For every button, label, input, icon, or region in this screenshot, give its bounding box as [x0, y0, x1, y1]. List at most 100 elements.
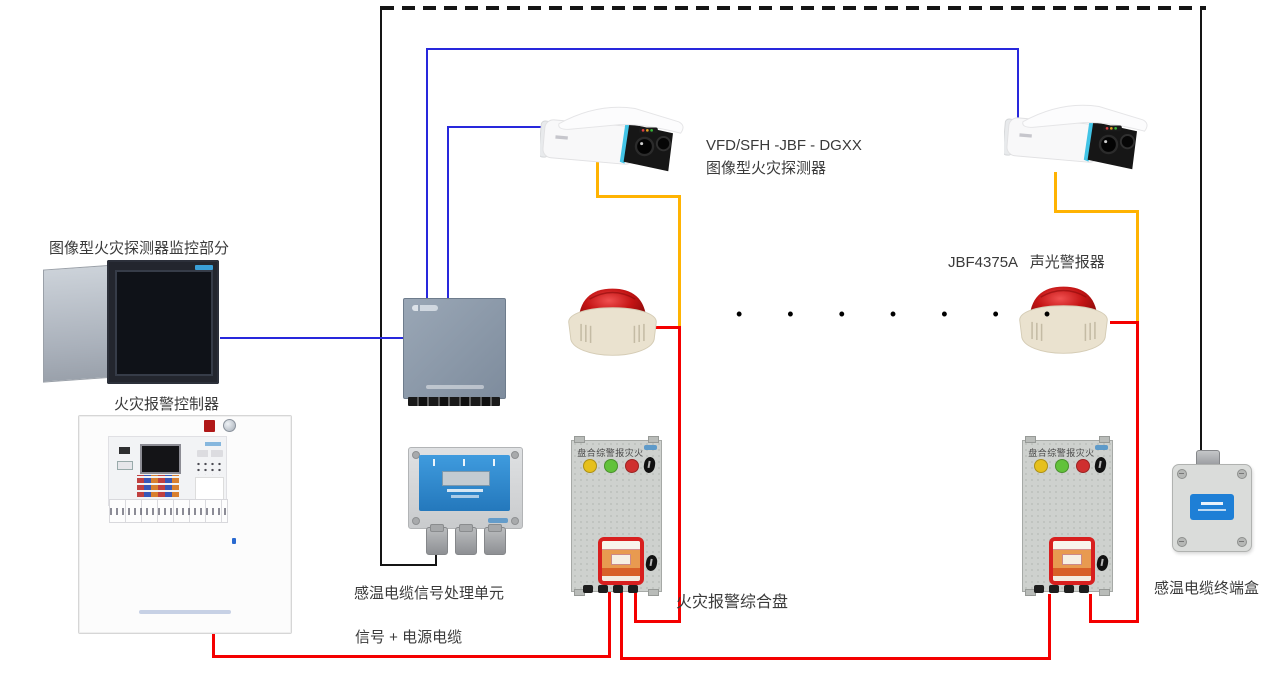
monitor-front — [107, 260, 219, 384]
label-terminal-box: 感温电缆终端盒 — [1154, 580, 1260, 597]
panel-indicator-lights — [583, 459, 639, 473]
label-signal-power-cable: 信号 + 电源电缆 — [355, 629, 463, 646]
screw-icon — [1237, 537, 1247, 547]
alarm-combination-panel-right: 盘合综警报灾火 — [1022, 436, 1113, 596]
panel-title: 盘合综警报灾火 — [577, 448, 644, 458]
signal-unit-lcd — [442, 471, 490, 486]
label-camera-type: 图像型火灾探测器 — [706, 160, 827, 177]
power-cable-right-run — [1054, 210, 1139, 213]
flame-camera-right — [1002, 95, 1156, 180]
video-processor-box — [403, 298, 506, 399]
panel-indicator-lights — [1034, 459, 1090, 473]
controller-indicator-dots — [195, 461, 223, 475]
mounting-tab — [648, 436, 659, 443]
yellow-light-icon — [583, 459, 597, 473]
alarm-cable-right-sounder-stub — [1110, 321, 1139, 324]
power-cable-right-riser — [1136, 210, 1139, 325]
alarm-cable-left-elbow — [634, 620, 681, 623]
video-monitoring-host — [43, 260, 219, 385]
indicator-icons — [433, 459, 497, 466]
terminal-box-label — [1190, 494, 1234, 520]
screw-icon — [412, 517, 420, 525]
video-cable-monitor-to-processor — [220, 337, 404, 339]
alarm-cable-left-panel-drop-a — [608, 590, 611, 658]
alarm-cable-right-elbow — [1089, 620, 1139, 623]
alarm-cable-left-panel-riser — [634, 590, 637, 623]
seal-badge-icon — [204, 420, 215, 432]
brand-logo-icon — [205, 442, 221, 446]
fire-alarm-controller — [78, 415, 292, 634]
manual-call-point — [598, 537, 644, 585]
power-cable-left-drop — [596, 160, 599, 198]
sensing-cable-right-riser — [1200, 6, 1202, 454]
alarm-cable-controller-drop — [212, 625, 215, 658]
label-signal-unit: 感温电缆信号处理单元 — [354, 585, 505, 602]
panel-terminals — [1034, 585, 1089, 593]
video-cable-processor-riser-long — [426, 48, 428, 300]
alarm-cable-right-panel-drop — [1048, 594, 1051, 660]
key-switch-icon — [644, 554, 659, 572]
sensing-cable-terminal-box — [1172, 464, 1252, 552]
alarm-cable-right-panel-riser — [1089, 594, 1092, 623]
controller-mini-keys — [117, 461, 133, 470]
red-light-icon — [625, 459, 639, 473]
label-camera-model: VFD/SFH -JBF - DGXX — [706, 137, 862, 154]
brand-logo-icon — [1095, 445, 1108, 450]
yellow-light-icon — [1034, 459, 1048, 473]
label-sounder-model: JBF4375A 声光警报器 — [948, 254, 1105, 271]
sensing-cable-dashed-run — [381, 6, 1206, 10]
video-cable-processor-riser-short — [447, 126, 449, 300]
controller-list-panel — [195, 477, 224, 503]
power-cable-right-drop — [1054, 172, 1057, 213]
green-light-icon — [1055, 459, 1069, 473]
sounder-strobe-right — [1015, 280, 1112, 365]
power-cable-left-run — [596, 195, 681, 198]
alarm-cable-trunk-run — [620, 657, 1051, 660]
brand-logo-icon — [488, 518, 508, 523]
video-cable-drop-right-camera — [1017, 48, 1019, 118]
key-switch-icon — [1093, 456, 1108, 474]
controller-zone-modules — [109, 499, 228, 523]
brand-logo-icon — [412, 305, 438, 311]
video-cable-to-left-camera — [447, 126, 553, 128]
screw-icon — [511, 517, 519, 525]
sensing-cable-to-gland — [435, 548, 437, 566]
signal-unit-faceplate — [419, 455, 510, 511]
sensing-cable-signal-unit — [408, 447, 523, 529]
brand-logo-icon — [644, 445, 657, 450]
key-switch-icon — [1095, 554, 1110, 572]
monitor-side-panel — [43, 264, 117, 383]
round-badge-icon — [223, 419, 236, 432]
controller-blue-mark — [232, 538, 236, 544]
power-cable-left-riser — [678, 195, 681, 331]
mounting-tab — [1099, 589, 1110, 596]
controller-button-grid — [137, 475, 179, 497]
flame-camera-left — [538, 97, 692, 182]
key-switch-icon — [642, 456, 657, 474]
sounder-strobe-left — [564, 282, 661, 367]
signal-unit-text-line — [447, 489, 483, 492]
mounting-tab — [1099, 436, 1110, 443]
red-light-icon — [1076, 459, 1090, 473]
video-cable-top-run — [426, 48, 1019, 50]
alarm-cable-left-sounder-stub — [652, 326, 681, 329]
controller-keypad-buttons — [197, 450, 223, 457]
controller-fine-print — [139, 610, 231, 614]
mounting-tab — [1025, 436, 1036, 443]
screw-icon — [1177, 537, 1187, 547]
sensing-cable-left-riser — [380, 6, 382, 566]
more-devices-ellipsis: • • • • • • • — [736, 304, 1071, 324]
alarm-combination-panel-left: 盘合综警报灾火 — [571, 436, 662, 596]
cable-gland-icon — [426, 524, 448, 555]
screw-icon — [1237, 469, 1247, 479]
alarm-cable-right-drop — [1136, 321, 1139, 623]
signal-unit-text-line — [451, 495, 479, 498]
mounting-tab — [648, 589, 659, 596]
label-controller: 火灾报警控制器 — [114, 396, 220, 413]
controller-mini-display — [119, 447, 130, 454]
green-light-icon — [604, 459, 618, 473]
cable-gland-icon — [455, 524, 477, 555]
processor-company-text — [426, 385, 484, 389]
label-monitor-section: 图像型火灾探测器监控部分 — [49, 240, 230, 257]
manual-call-point — [1049, 537, 1095, 585]
